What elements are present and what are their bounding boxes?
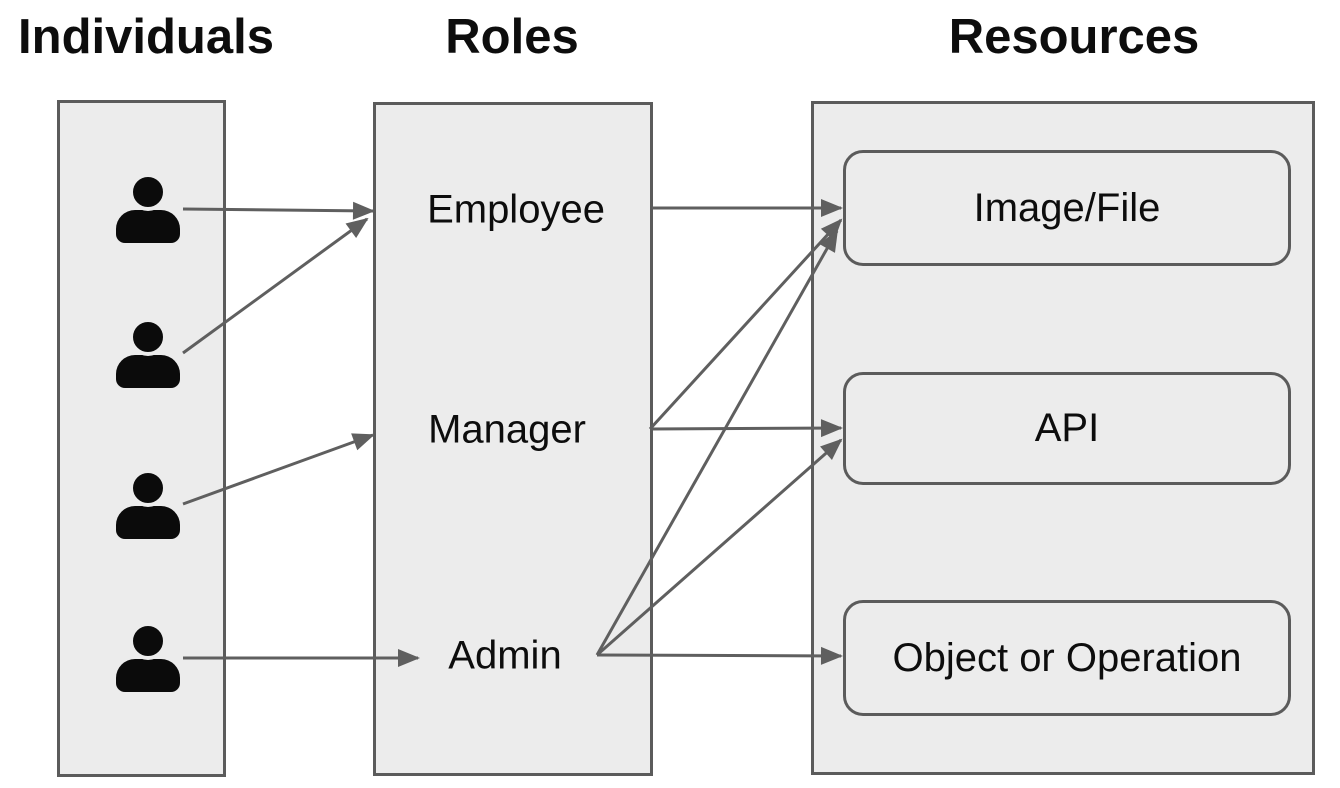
roles-column-title: Roles bbox=[445, 10, 579, 64]
role-node-admin: Admin bbox=[448, 633, 562, 678]
role-node-manager: Manager bbox=[428, 407, 586, 452]
resource-node-api: API bbox=[843, 372, 1291, 485]
role-node-employee: Employee bbox=[427, 187, 605, 232]
resource-label-image-file: Image/File bbox=[973, 185, 1161, 230]
resource-label-api: API bbox=[1034, 406, 1100, 450]
resources-column-title: Resources bbox=[948, 10, 1200, 64]
resource-node-object-or-operation: Object or Operation bbox=[843, 600, 1291, 716]
individuals-column-title: Individuals bbox=[18, 10, 274, 64]
individuals-column-box bbox=[57, 100, 226, 777]
resource-node-image-file: Image/File bbox=[843, 150, 1291, 266]
resource-label-object-or-operation: Object or Operation bbox=[892, 635, 1242, 680]
